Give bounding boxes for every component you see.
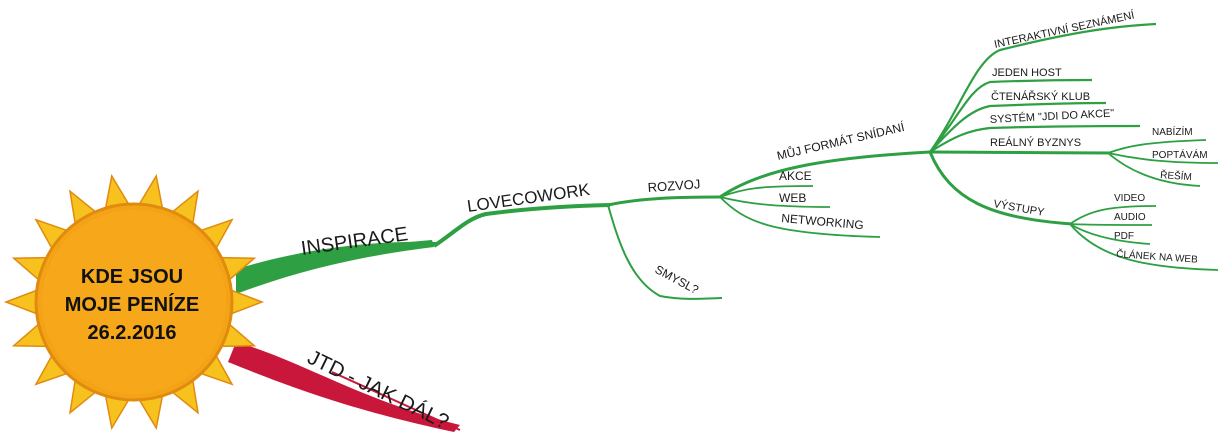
central-line-3: 26.2.2016	[88, 322, 177, 344]
branch-inspirace-thick	[236, 240, 434, 294]
label-web[interactable]: WEB	[779, 191, 806, 205]
sun-icon[interactable]	[3, 173, 265, 431]
branch-jtd	[228, 342, 460, 432]
branch-audio	[1069, 223, 1153, 226]
branch-lovecowork	[432, 203, 611, 248]
branch-rozvoj	[607, 195, 721, 207]
branch-nabizim	[1107, 139, 1207, 154]
label-system[interactable]: SYSTÉM "JDI DO AKCE"	[989, 106, 1114, 126]
sun-inner	[42, 210, 226, 394]
label-pdf[interactable]: PDF	[1114, 231, 1134, 242]
branch-system	[929, 124, 1141, 153]
label-clanek[interactable]: ČLÁNEK NA WEB	[1116, 247, 1199, 266]
branch-resim	[1107, 152, 1201, 187]
branch-networking	[719, 196, 881, 238]
branch-pdf	[1069, 223, 1151, 245]
branch-interaktivni	[929, 22, 1157, 153]
branch-vystupy	[928, 151, 1073, 226]
branch-poptavam	[1107, 152, 1219, 164]
label-interaktivni[interactable]: INTERAKTIVNÍ SEZNÁMENÍ	[993, 8, 1137, 51]
branch-jeden-host	[929, 78, 1093, 153]
branch-video	[1069, 205, 1157, 225]
label-rozvoj[interactable]: ROZVOJ	[647, 176, 701, 195]
branch-clanek	[1069, 223, 1219, 271]
label-akce[interactable]: AKCE	[779, 169, 812, 183]
branch-muj-format	[719, 150, 931, 199]
label-nabizim[interactable]: NABÍZÍM	[1152, 125, 1193, 138]
label-networking[interactable]: NETWORKING	[781, 211, 865, 232]
branch-web	[719, 196, 831, 208]
underline-jtd	[331, 371, 461, 431]
branch-smysl	[607, 204, 723, 300]
branch-realny	[929, 150, 1113, 155]
central-line-1: KDE JSOU	[81, 266, 183, 288]
branch-akce	[719, 185, 814, 198]
sun-ray	[228, 288, 265, 316]
sun-ray	[3, 288, 40, 316]
label-video[interactable]: VIDEO	[1114, 193, 1145, 204]
branch-ctenarsky	[929, 101, 1107, 153]
central-line-2: MOJE PENÍZE	[65, 293, 199, 316]
label-jeden-host[interactable]: JEDEN HOST	[992, 67, 1062, 79]
label-resim[interactable]: ŘEŠÍM	[1160, 168, 1193, 183]
label-audio[interactable]: AUDIO	[1114, 212, 1146, 223]
label-realny[interactable]: REÁLNÝ BYZNYS	[990, 136, 1081, 149]
label-smysl[interactable]: SMYSL?	[653, 262, 702, 297]
label-ctenarsky[interactable]: ČTENÁŘSKÝ KLUB	[991, 90, 1090, 103]
label-poptavam[interactable]: POPTÁVÁM	[1152, 148, 1208, 161]
